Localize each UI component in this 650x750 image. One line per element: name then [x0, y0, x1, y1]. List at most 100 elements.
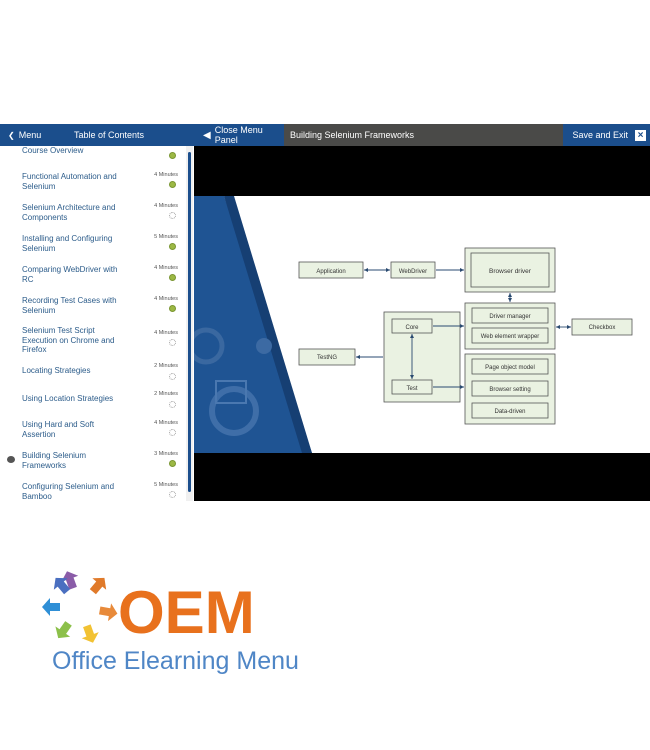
incomplete-status-icon [169, 212, 176, 219]
toc-item[interactable]: Comparing WebDriver with RC 4 Minutes [22, 265, 190, 293]
web-element-wrapper-label: Web element wrapper [481, 334, 540, 340]
toc-item-duration: 3 Minutes [154, 451, 178, 457]
toc-item-duration: 2 Minutes [154, 363, 178, 369]
logo-arrow [53, 577, 71, 595]
toc-heading: Table of Contents [74, 130, 145, 140]
decorative-dot [256, 338, 272, 354]
incomplete-status-icon [169, 491, 176, 498]
logo-arrow [55, 621, 72, 639]
arrowhead [508, 293, 512, 297]
arrowhead [567, 325, 571, 329]
toc-item[interactable]: Functional Automation and Selenium 4 Min… [22, 172, 190, 200]
checkbox-box [571, 318, 633, 336]
data-driven-box [471, 402, 549, 419]
video-player[interactable]: Application WebDriver Browser driver Dri… [194, 146, 650, 501]
close-menu-panel-button[interactable]: ◀ Close Menu Panel [194, 124, 284, 146]
logo-arrow [99, 603, 118, 622]
toc-item[interactable]: Configuring Selenium and Bamboo 5 Minute… [22, 482, 190, 501]
save-and-exit-label: Save and Exit [572, 130, 628, 140]
toc-item-duration: 2 Minutes [154, 391, 178, 397]
toc-item-duration: 4 Minutes [154, 420, 178, 426]
toc-item-label: Building Selenium Frameworks [22, 451, 87, 470]
browser-setting-box [471, 380, 549, 397]
web-element-wrapper-box [471, 327, 549, 344]
complete-status-icon [169, 152, 176, 159]
toc-item-label: Using Hard and Soft Assertion [22, 420, 95, 439]
course-title: Building Selenium Frameworks [284, 124, 563, 146]
test-label: Test [406, 386, 417, 392]
incomplete-status-icon [169, 401, 176, 408]
driver-manager-box [471, 307, 549, 324]
core-label: Core [405, 325, 419, 331]
chevron-left-icon: ❮ [8, 130, 15, 140]
menu-label: Menu [18, 130, 42, 140]
page-object-model-box [471, 358, 549, 375]
arrowhead [556, 325, 560, 329]
toc-item-duration: 5 Minutes [154, 482, 178, 488]
toc-item-current[interactable]: Building Selenium Frameworks 3 Minutes [22, 451, 190, 479]
logo-arrow [89, 577, 107, 595]
toc-item[interactable]: Using Hard and Soft Assertion 4 Minutes [22, 420, 190, 448]
toc-item-duration: 4 Minutes [154, 265, 178, 271]
toc-item[interactable]: Selenium Test Script Execution on Chrome… [22, 326, 190, 364]
toc-item-duration: 4 Minutes [154, 172, 178, 178]
menu-button[interactable]: ❮ Menu [0, 130, 66, 140]
oem-brand-logo: OEM Office Elearning Menu [38, 567, 299, 687]
current-lesson-marker-icon [7, 456, 15, 463]
slide-frame: Application WebDriver Browser driver Dri… [194, 196, 650, 453]
arrowhead [460, 268, 464, 272]
monitor-icon [215, 380, 247, 404]
logo-arrow [81, 624, 99, 643]
toc-item-label: Selenium Architecture and Components [22, 203, 116, 222]
toc-item-duration: 4 Minutes [154, 203, 178, 209]
logo-tagline: Office Elearning Menu [52, 647, 299, 675]
toc-item-duration: 4 Minutes [154, 330, 178, 336]
table-of-contents: Course Overview Functional Automation an… [0, 146, 194, 501]
core-box [391, 318, 433, 334]
arrowhead [460, 385, 464, 389]
toc-item-label: Locating Strategies [22, 366, 91, 375]
course-player: ❮ Menu Table of Contents ◀ Close Menu Pa… [0, 124, 650, 501]
toc-item[interactable]: Installing and Configuring Selenium 5 Mi… [22, 234, 190, 262]
complete-status-icon [169, 305, 176, 312]
arrowhead [364, 268, 368, 272]
toc-item[interactable]: Using Location Strategies 2 Minutes [22, 391, 190, 422]
arrowhead [410, 375, 414, 379]
scrollbar-thumb[interactable] [188, 152, 191, 492]
testng-box [298, 348, 356, 366]
slide-decoration-edge [224, 196, 312, 453]
incomplete-status-icon [169, 339, 176, 346]
incomplete-status-icon [169, 429, 176, 436]
toc-item-duration: 5 Minutes [154, 234, 178, 240]
save-and-exit-button[interactable]: Save and Exit × [563, 124, 650, 146]
logo-wordmark: OEM [118, 579, 255, 646]
webdriver-box [390, 261, 436, 279]
gear-icon [209, 386, 259, 436]
top-bar: ❮ Menu Table of Contents ◀ Close Menu Pa… [0, 124, 650, 146]
webdriver-label: WebDriver [399, 269, 427, 275]
toc-item-label: Functional Automation and Selenium [22, 172, 117, 191]
test-box [391, 379, 433, 395]
toc-item-duration: 4 Minutes [154, 296, 178, 302]
testng-label: TestNG [317, 355, 337, 361]
complete-status-icon [169, 460, 176, 467]
arrowhead [356, 355, 360, 359]
incomplete-status-icon [169, 373, 176, 380]
toc-item[interactable]: Locating Strategies 2 Minutes [22, 363, 190, 394]
sidebar-header: ❮ Menu Table of Contents [0, 124, 194, 146]
toc-item-label: Recording Test Cases with Selenium [22, 296, 117, 315]
complete-status-icon [169, 243, 176, 250]
browser-driver-label: Browser driver [489, 268, 532, 275]
logo-arrow [42, 598, 60, 616]
toc-item-label: Comparing WebDriver with RC [22, 265, 118, 284]
application-label: Application [316, 269, 345, 275]
triangle-left-icon: ◀ [203, 129, 211, 141]
toc-item[interactable]: Course Overview [22, 146, 190, 174]
toc-item[interactable]: Recording Test Cases with Selenium 4 Min… [22, 296, 190, 324]
arrows-logo-icon [42, 571, 118, 643]
browser-setting-label: Browser setting [489, 387, 530, 393]
page-object-model-label: Page object model [485, 365, 535, 371]
toc-item[interactable]: Selenium Architecture and Components 4 M… [22, 203, 190, 231]
arrowhead [386, 268, 390, 272]
checkbox-label: Checkbox [589, 325, 616, 331]
